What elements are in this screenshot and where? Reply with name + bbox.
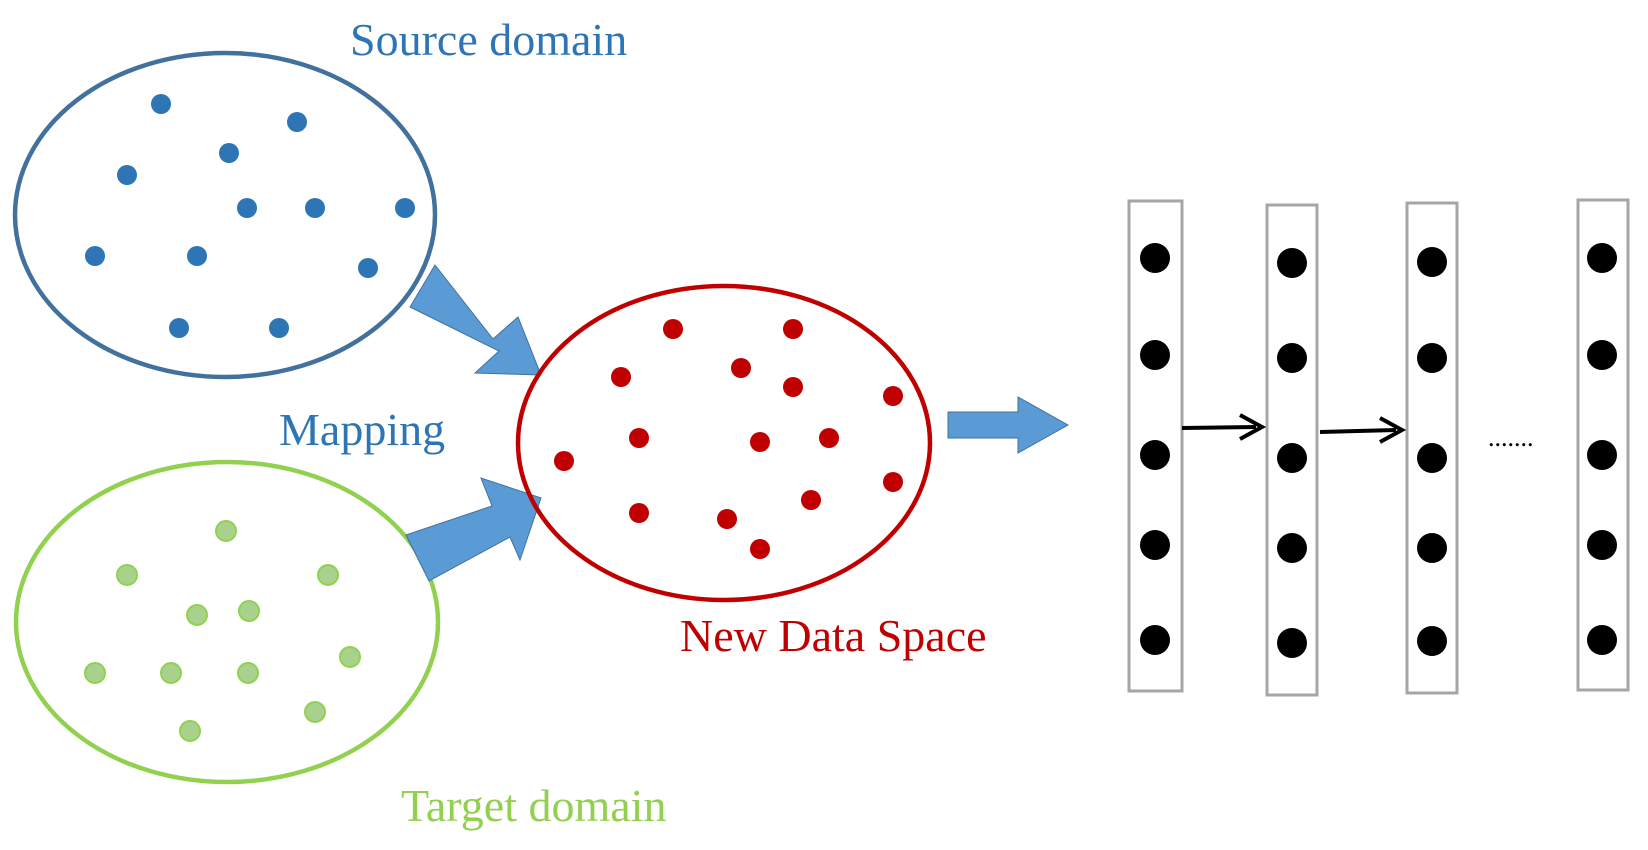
- neuron: [1417, 247, 1447, 277]
- new-space-point: [611, 367, 631, 387]
- source-point: [269, 318, 289, 338]
- target-domain-group: Target domain: [13, 459, 666, 831]
- new-space-point: [717, 509, 737, 529]
- source-point: [169, 318, 189, 338]
- new-data-space-group: New Data Space: [515, 283, 987, 661]
- source-point: [151, 94, 171, 114]
- neuron: [1140, 243, 1170, 273]
- source-point: [395, 198, 415, 218]
- network-layer-2: [1265, 203, 1319, 697]
- new-data-space-ellipse: [515, 283, 933, 603]
- new-data-space-label: New Data Space: [680, 610, 987, 661]
- neuron: [1140, 440, 1170, 470]
- target-point: [160, 662, 182, 684]
- neuron: [1417, 533, 1447, 563]
- target-point: [215, 520, 237, 542]
- neuron: [1277, 628, 1307, 658]
- target-point: [339, 646, 361, 668]
- neuron: [1587, 243, 1617, 273]
- source-point: [358, 258, 378, 278]
- source-domain-group: Source domain: [12, 14, 627, 380]
- neuron: [1587, 625, 1617, 655]
- network-layer-3: [1405, 201, 1459, 695]
- neuron: [1277, 343, 1307, 373]
- target-points: [84, 520, 361, 742]
- new-space-point: [750, 539, 770, 559]
- target-point: [84, 662, 106, 684]
- new-space-point: [629, 503, 649, 523]
- neuron: [1277, 533, 1307, 563]
- network-layer-4: [1576, 198, 1630, 692]
- new-data-space-points: [554, 319, 903, 559]
- to-network-arrow: [947, 396, 1070, 454]
- neuron: [1417, 343, 1447, 373]
- target-point: [237, 662, 259, 684]
- source-point: [85, 246, 105, 266]
- neuron: [1140, 340, 1170, 370]
- neuron: [1587, 530, 1617, 560]
- neuron: [1277, 443, 1307, 473]
- source-point: [117, 165, 137, 185]
- neuron: [1277, 248, 1307, 278]
- source-point: [219, 143, 239, 163]
- layer-ellipsis: .......: [1488, 423, 1534, 452]
- source-points: [85, 94, 415, 338]
- new-space-point: [731, 358, 751, 378]
- neural-network: .......: [1127, 198, 1630, 697]
- layer-arrow-2-to-3: [1319, 416, 1407, 444]
- target-point: [238, 600, 260, 622]
- new-space-point: [783, 319, 803, 339]
- neuron: [1140, 625, 1170, 655]
- new-space-point: [663, 319, 683, 339]
- layer-arrow-1-to-2: [1181, 413, 1267, 441]
- target-point: [116, 564, 138, 586]
- source-point: [187, 246, 207, 266]
- new-space-point: [629, 428, 649, 448]
- new-space-point: [783, 377, 803, 397]
- target-point: [317, 564, 339, 586]
- new-space-point: [554, 451, 574, 471]
- source-point: [287, 112, 307, 132]
- mapping-arrow-lower: [405, 477, 542, 582]
- new-space-point: [883, 472, 903, 492]
- neuron: [1587, 440, 1617, 470]
- new-space-point: [750, 432, 770, 452]
- neuron: [1417, 626, 1447, 656]
- source-domain-ellipse: [12, 50, 438, 380]
- source-domain-label: Source domain: [350, 14, 627, 65]
- new-space-point: [819, 428, 839, 448]
- source-point: [237, 198, 257, 218]
- target-point: [304, 701, 326, 723]
- target-domain-ellipse: [13, 459, 441, 785]
- mapping-arrow-upper: [409, 264, 542, 376]
- neuron: [1140, 530, 1170, 560]
- target-point: [186, 604, 208, 626]
- target-domain-label: Target domain: [401, 780, 666, 831]
- network-layer-1: [1127, 199, 1184, 693]
- neuron: [1417, 443, 1447, 473]
- new-space-point: [801, 490, 821, 510]
- target-point: [179, 720, 201, 742]
- new-space-point: [883, 386, 903, 406]
- neuron: [1587, 340, 1617, 370]
- mapping-label: Mapping: [279, 404, 445, 455]
- source-point: [305, 198, 325, 218]
